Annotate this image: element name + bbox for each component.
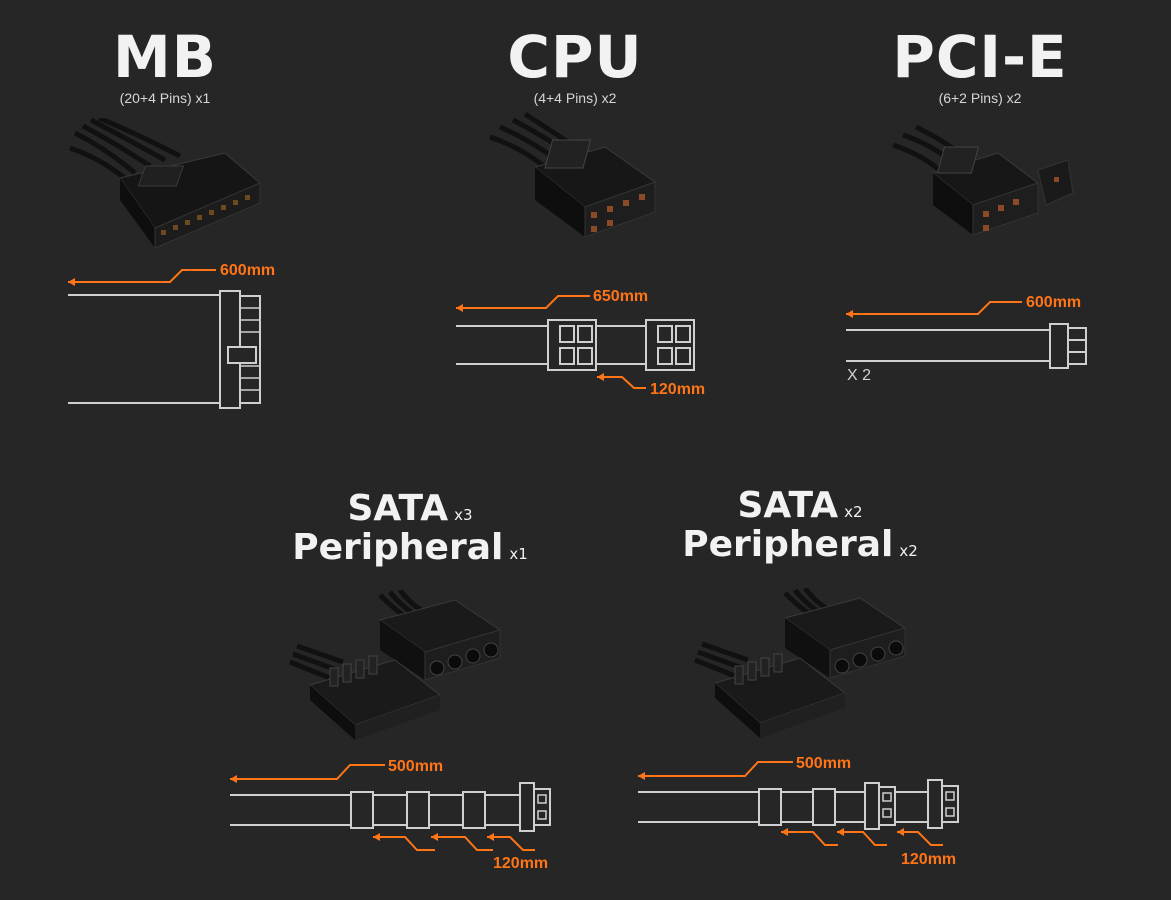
sata1-heading: SATA x3 Peripheral x1 <box>290 488 530 568</box>
sata2-sata-count: x2 <box>844 503 863 521</box>
cpu-length-label: 650mm <box>593 288 648 305</box>
mb-pins: (20+4 Pins) x1 <box>119 90 211 106</box>
sata2-sata-label: SATA <box>737 485 839 526</box>
cpu-heading: CPU (4+4 Pins) x2 <box>470 28 680 106</box>
mb-connector-image <box>69 118 261 249</box>
sata2-connector-image <box>694 588 907 738</box>
sata1-connector-image <box>289 590 502 740</box>
cpu-title: CPU <box>507 23 643 91</box>
sata1-spacing-label: 120mm <box>493 855 548 872</box>
cpu-pins: (4+4 Pins) x2 <box>533 90 617 106</box>
sata2-cable-diagram: 500mm 120mm <box>638 755 959 868</box>
pcie-pins: (6+2 Pins) x2 <box>938 90 1022 106</box>
sata1-peripheral-label: Peripheral <box>292 526 504 568</box>
pcie-cable-count: X 2 <box>847 367 871 384</box>
sata2-heading: SATA x2 Peripheral x2 <box>680 485 920 565</box>
sata1-sata-count: x3 <box>454 506 473 524</box>
cpu-connector-image <box>489 112 657 238</box>
sata1-peripheral-count: x1 <box>509 544 528 563</box>
cpu-spacing-label: 120mm <box>650 381 705 398</box>
mb-heading: MB (20+4 Pins) x1 <box>60 28 270 106</box>
sata1-sata-label: SATA <box>347 488 449 529</box>
cpu-cable-diagram: 650mm 120mm <box>456 288 705 398</box>
pcie-cable-diagram: 600mm X 2 <box>846 294 1087 384</box>
pcie-connector-image <box>892 124 1074 236</box>
pcie-length-label: 600mm <box>1026 294 1081 311</box>
sata2-spacing-label: 120mm <box>901 851 956 868</box>
mb-cable-diagram: 600mm <box>68 262 275 409</box>
sata2-peripheral-label: Peripheral <box>682 523 894 565</box>
sata1-length-label: 500mm <box>388 758 443 775</box>
pcie-heading: PCI-E (6+2 Pins) x2 <box>880 28 1080 106</box>
sata2-length-label: 500mm <box>796 755 851 772</box>
sata2-peripheral-count: x2 <box>899 541 918 560</box>
sata1-cable-diagram: 500mm 120mm <box>230 758 551 872</box>
pcie-title: PCI-E <box>892 23 1068 91</box>
mb-length-label: 600mm <box>220 262 275 279</box>
mb-title: MB <box>113 23 217 91</box>
